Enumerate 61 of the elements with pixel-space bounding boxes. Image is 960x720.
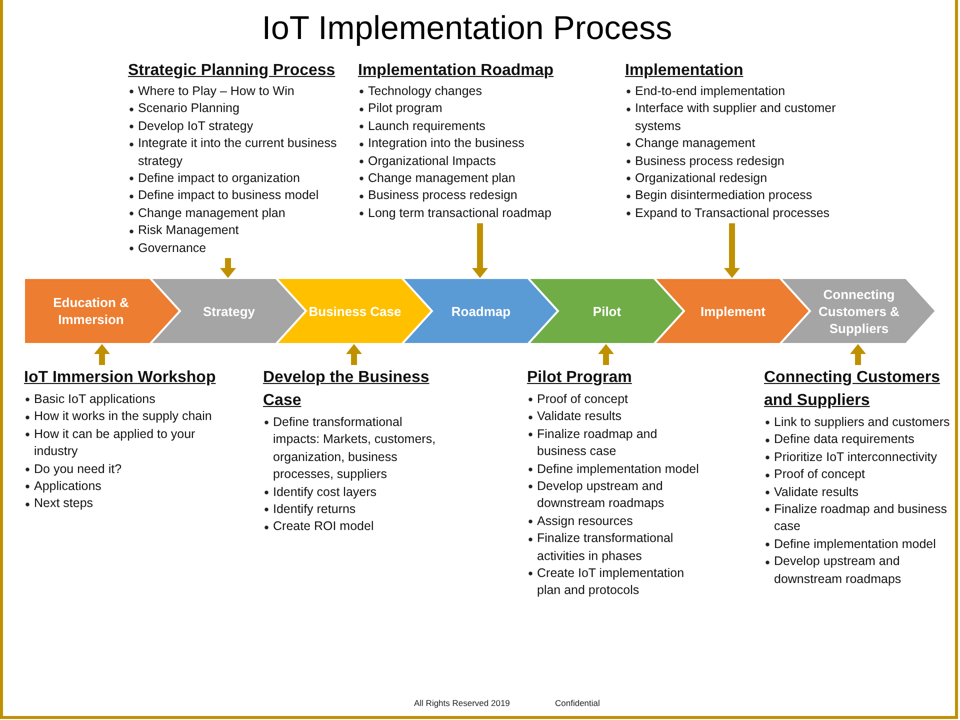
arrow bbox=[472, 223, 488, 278]
bullet-item: Define data requirements bbox=[764, 431, 914, 449]
footer-text: Confidential bbox=[555, 698, 600, 709]
bullet-item: Develop IoT strategy bbox=[128, 118, 254, 136]
title: IoT Implementation Process bbox=[262, 8, 672, 48]
arrow bbox=[850, 344, 866, 365]
step-label: Business Case bbox=[308, 302, 402, 320]
step-label: Implement bbox=[700, 302, 766, 320]
bullet-item: Organizational redesign bbox=[625, 170, 768, 188]
bullet-item: How it works in the supply chain bbox=[24, 408, 212, 426]
bullet-item: Proof of concept bbox=[764, 466, 866, 484]
section-heading: Strategic Planning Process bbox=[128, 61, 336, 81]
chevron-step bbox=[528, 278, 684, 344]
bullet-item: Change management plan bbox=[128, 204, 286, 222]
bullet-item: Integration into the business bbox=[358, 135, 524, 153]
bullet-item: Define impact to business model bbox=[128, 187, 319, 205]
bullet-item: Define impact to organization bbox=[128, 170, 300, 188]
bullet-item: Next steps bbox=[24, 495, 94, 513]
footer-text: All Rights Reserved 2019 bbox=[414, 698, 510, 709]
section-heading: Connecting Customers and Suppliers bbox=[764, 368, 942, 411]
section-heading: IoT Immersion Workshop bbox=[24, 368, 216, 388]
step-label: Education & Immersion bbox=[52, 294, 130, 328]
section-heading: Implementation Roadmap bbox=[358, 61, 554, 81]
bullet-item: Basic IoT applications bbox=[24, 391, 156, 408]
bullet-item: Expand to Transactional processes bbox=[625, 204, 830, 222]
bullet-item: Risk Management bbox=[128, 222, 239, 240]
bullet-item: End-to-end implementation bbox=[625, 83, 786, 100]
arrow bbox=[220, 258, 236, 278]
bullet-item: Organizational Impacts bbox=[358, 152, 496, 170]
bullet-item: Where to Play – How to Win bbox=[128, 83, 294, 100]
chevron-step bbox=[402, 278, 558, 344]
bullet-item: Change management plan bbox=[358, 170, 516, 188]
arrow bbox=[346, 344, 362, 365]
bullet-item: Change management bbox=[625, 135, 756, 153]
step-label: Strategy bbox=[202, 302, 256, 320]
arrow bbox=[724, 223, 740, 278]
arrow bbox=[94, 344, 110, 365]
bullet-item: Define implementation model bbox=[764, 536, 936, 554]
bullet-item: Identify cost layers bbox=[263, 484, 377, 502]
section-heading: Develop the Business Case bbox=[263, 368, 430, 411]
bullet-item: Define implementation model bbox=[527, 460, 699, 478]
chevron-step bbox=[276, 278, 432, 344]
bullet-item: Technology changes bbox=[358, 83, 482, 100]
step-label: Roadmap bbox=[451, 302, 511, 320]
bullet-item: Business process redesign bbox=[358, 187, 518, 205]
bullet-item: Applications bbox=[24, 478, 102, 496]
step-label: Pilot bbox=[592, 302, 622, 320]
chevron-step bbox=[780, 278, 936, 344]
section-heading: Pilot Program bbox=[527, 368, 632, 388]
chevron-step bbox=[150, 278, 306, 344]
bullet-item: Identify returns bbox=[263, 501, 356, 518]
bullet-item: Pilot program bbox=[358, 100, 442, 118]
bullet-item: Link to suppliers and customers bbox=[764, 414, 950, 432]
bullet-item: Scenario Planning bbox=[128, 100, 240, 118]
section-heading: Implementation bbox=[625, 61, 744, 81]
arrow bbox=[598, 344, 614, 365]
bullet-item: Begin disintermediation process bbox=[625, 187, 812, 205]
chevron-step bbox=[654, 278, 810, 344]
bullet-item: Long term transactional roadmap bbox=[358, 204, 552, 222]
step-label: Connecting Customers & Suppliers bbox=[818, 286, 900, 336]
bullet-item: Proof of concept bbox=[527, 391, 628, 408]
